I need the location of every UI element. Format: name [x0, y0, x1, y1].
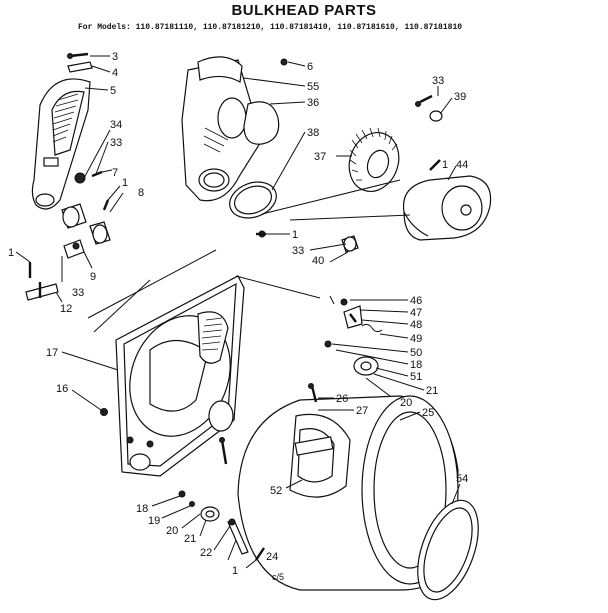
page-code: c/5 — [272, 572, 284, 582]
seal-38[interactable] — [225, 176, 282, 224]
bracket-9[interactable] — [63, 239, 85, 259]
callout-22: 22 — [200, 547, 212, 559]
callout-33-top: 33 — [432, 75, 444, 87]
callout-5: 5 — [110, 85, 116, 97]
idler-bracket-47-48[interactable] — [343, 305, 363, 329]
callout-25: 25 — [422, 407, 434, 419]
blower-housing[interactable] — [402, 175, 492, 241]
callout-33-bracket: 33 — [72, 287, 84, 299]
callout-16: 16 — [56, 383, 68, 395]
callout-39: 39 — [454, 91, 466, 103]
callout-18-lower: 18 — [136, 503, 148, 515]
callout-20-lower: 20 — [166, 525, 178, 537]
callout-55: 55 — [307, 81, 319, 93]
callout-47: 47 — [410, 307, 422, 319]
screw-26[interactable] — [308, 383, 318, 403]
callout-12: 12 — [60, 303, 72, 315]
callout-46: 46 — [410, 295, 422, 307]
callout-20-upper: 20 — [400, 397, 412, 409]
callout-21-upper: 21 — [426, 385, 438, 397]
callout-51: 51 — [410, 371, 422, 383]
callout-1-left: 1 — [122, 177, 128, 189]
screw-7[interactable] — [91, 170, 103, 178]
blower-wheel[interactable] — [341, 126, 407, 199]
callout-9: 9 — [90, 271, 96, 283]
drum-seal-54[interactable] — [406, 492, 490, 608]
callout-44: 44 — [456, 159, 468, 171]
callout-33-center: 33 — [292, 245, 304, 257]
bushing-40[interactable] — [341, 235, 359, 253]
pulley-21-lower[interactable] — [200, 506, 220, 522]
callout-40: 40 — [312, 255, 324, 267]
screw-24[interactable] — [255, 547, 265, 561]
washer-50[interactable] — [324, 340, 332, 348]
callout-18-upper: 18 — [410, 359, 422, 371]
callout-1-housing: 1 — [442, 159, 448, 171]
screw-18-lower[interactable] — [178, 490, 186, 498]
callout-37: 37 — [314, 151, 326, 163]
callout-48: 48 — [410, 319, 422, 331]
seal-36[interactable] — [243, 101, 280, 145]
screw-46[interactable] — [329, 295, 348, 306]
screw-3[interactable] — [67, 52, 89, 59]
callout-54: 54 — [456, 473, 468, 485]
callout-7: 7 — [112, 167, 118, 179]
callout-4: 4 — [112, 67, 118, 79]
screw-6[interactable] — [280, 58, 288, 66]
screw-1-right[interactable] — [429, 159, 441, 171]
callout-1-center: 1 — [292, 229, 298, 241]
screw-8[interactable] — [102, 199, 110, 211]
callout-17: 17 — [46, 347, 58, 359]
callout-49: 49 — [410, 333, 422, 345]
screw-33-top[interactable] — [415, 94, 433, 107]
callout-52: 52 — [270, 485, 282, 497]
callout-34: 34 — [110, 119, 122, 131]
bracket-12[interactable] — [25, 282, 59, 301]
callout-33-left: 33 — [110, 137, 122, 149]
shaft-22[interactable] — [227, 518, 249, 555]
model-list: For Models: 110.87181110, 110.87181210, … — [78, 23, 463, 32]
bushing[interactable] — [61, 203, 111, 245]
callout-21-lower: 21 — [184, 533, 196, 545]
thermostat-34[interactable] — [74, 172, 86, 184]
upper-bulkhead[interactable] — [181, 56, 263, 202]
clip-4[interactable] — [67, 61, 93, 73]
screw-1-lower[interactable] — [219, 437, 228, 465]
screw-1-upper[interactable] — [256, 230, 266, 238]
washer-19[interactable] — [189, 501, 195, 507]
nut-39[interactable] — [429, 110, 443, 122]
callout-36: 36 — [307, 97, 319, 109]
callout-3: 3 — [112, 51, 118, 63]
callout-1-bottom: 1 — [232, 565, 238, 577]
callout-1-far-left: 1 — [8, 247, 14, 259]
page-title: BULKHEAD PARTS — [231, 2, 377, 19]
callout-8: 8 — [138, 187, 144, 199]
idler-pulley-51[interactable] — [353, 356, 379, 376]
callout-24: 24 — [266, 551, 278, 563]
callout-38: 38 — [307, 127, 319, 139]
duct-cover[interactable] — [31, 78, 91, 210]
callout-19: 19 — [148, 515, 160, 527]
callout-50: 50 — [410, 347, 422, 359]
callout-27: 27 — [356, 405, 368, 417]
callout-6: 6 — [307, 61, 313, 73]
rear-bulkhead-panel[interactable] — [112, 275, 247, 477]
spring-49[interactable] — [361, 323, 383, 333]
callout-26: 26 — [336, 393, 348, 405]
